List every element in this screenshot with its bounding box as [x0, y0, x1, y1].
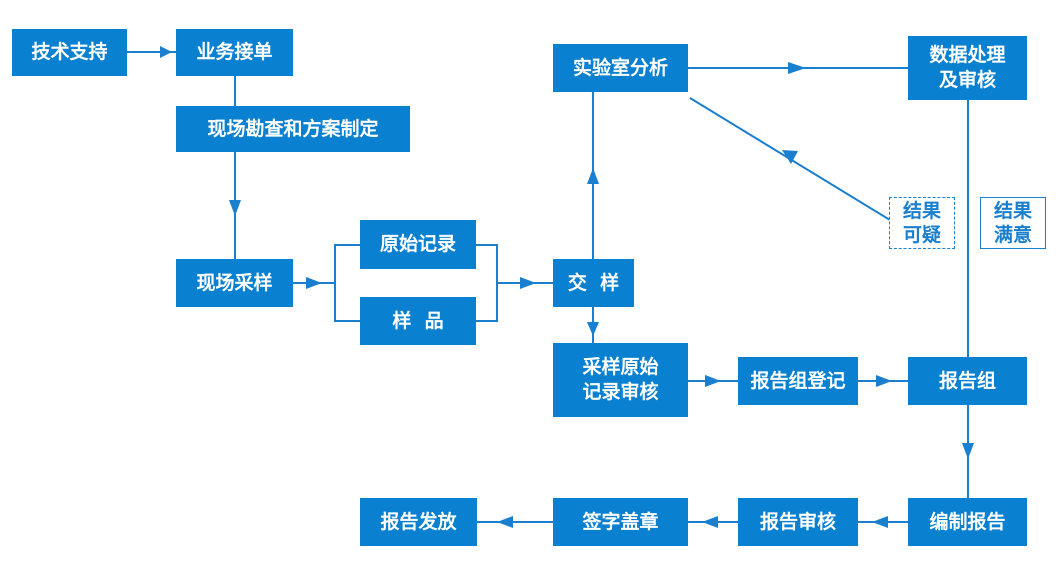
arrowhead: [160, 46, 172, 58]
node-sampling-review: 采样原始 记录审核: [553, 343, 688, 417]
arrowhead: [229, 200, 241, 216]
arrowhead: [782, 150, 798, 164]
node-raw-record: 原始记录: [360, 220, 476, 269]
node-handover: 交 样: [553, 259, 634, 307]
arrowhead: [520, 277, 536, 289]
node-compile: 编制报告: [908, 498, 1027, 546]
node-lab: 实验室分析: [553, 44, 688, 92]
arrowhead: [306, 277, 322, 289]
arrowhead: [876, 375, 892, 387]
arrowhead: [497, 516, 513, 528]
arrowhead: [587, 322, 599, 336]
node-sampling: 现场采样: [176, 259, 293, 307]
node-report-review: 报告审核: [738, 498, 858, 546]
arrowhead: [788, 62, 806, 74]
arrowhead: [587, 168, 599, 184]
arrowhead: [705, 375, 721, 387]
node-tech-support: 技术支持: [12, 29, 127, 76]
arrowhead: [872, 516, 888, 528]
node-data-review: 数据处理 及审核: [908, 36, 1027, 100]
note-result-doubtful: 结果 可疑: [889, 197, 955, 249]
note-result-satisfied: 结果 满意: [980, 197, 1046, 249]
edge-split-bracket: [334, 244, 360, 322]
arrowhead: [702, 516, 718, 528]
node-report-group: 报告组: [908, 357, 1027, 405]
arrowhead: [962, 443, 974, 459]
node-report-register: 报告组登记: [738, 357, 858, 405]
node-sample: 样 品: [360, 297, 476, 345]
node-order: 业务接单: [176, 29, 293, 76]
edge-merge-bracket: [476, 244, 498, 322]
node-sign-stamp: 签字盖章: [553, 498, 688, 546]
node-issue: 报告发放: [360, 498, 477, 546]
node-survey: 现场勘查和方案制定: [176, 106, 410, 152]
